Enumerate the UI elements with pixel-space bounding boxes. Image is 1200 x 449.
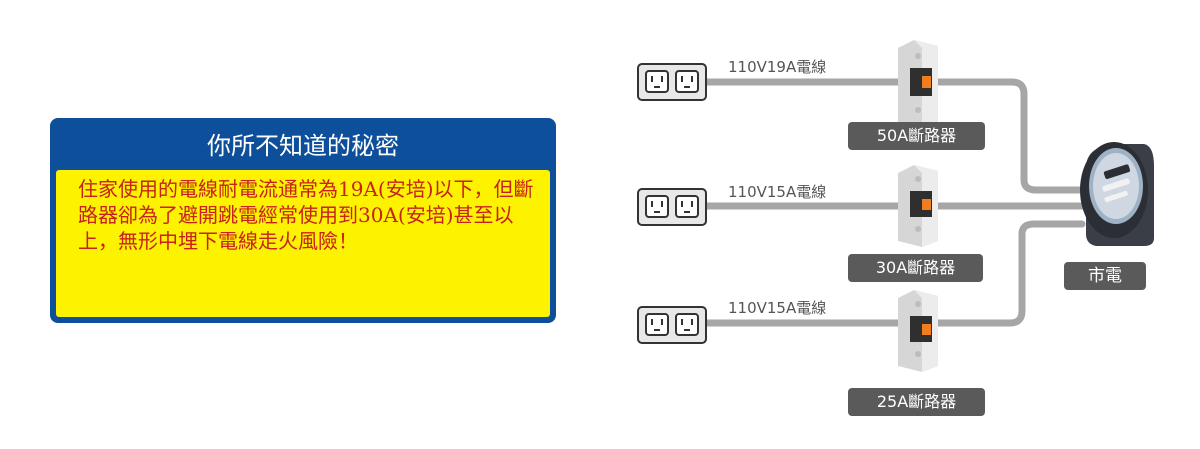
info-title: 你所不知道的秘密 (207, 132, 399, 160)
wire-label-1: 110V19A電線 (728, 58, 827, 76)
info-body: 住家使用的電線耐電流通常為19A(安培)以下，但斷路器卻為了避開跳電經常使用到3… (56, 170, 550, 317)
outlet-3 (637, 306, 707, 344)
breaker-label-2: 30A斷路器 (848, 254, 983, 282)
wires (701, 78, 1086, 327)
outlet-2 (637, 188, 707, 226)
electric-meter (1080, 142, 1154, 246)
breaker-3 (898, 290, 938, 372)
outlet-1 (637, 63, 707, 101)
wire-3 (701, 220, 1086, 327)
meter-label: 市電 (1064, 262, 1146, 290)
wire-1 (701, 78, 1086, 194)
breaker-2 (898, 165, 938, 247)
wire-label-3: 110V15A電線 (728, 299, 827, 317)
breaker-label-1: 50A斷路器 (848, 122, 985, 150)
info-text: 住家使用的電線耐電流通常為19A(安培)以下，但斷路器卻為了避開跳電經常使用到3… (78, 177, 534, 253)
breaker-label-3: 25A斷路器 (848, 388, 985, 416)
wire-label-2: 110V15A電線 (728, 183, 827, 201)
breaker-1 (898, 40, 938, 130)
info-box: 你所不知道的秘密 住家使用的電線耐電流通常為19A(安培)以下，但斷路器卻為了避… (50, 118, 556, 323)
